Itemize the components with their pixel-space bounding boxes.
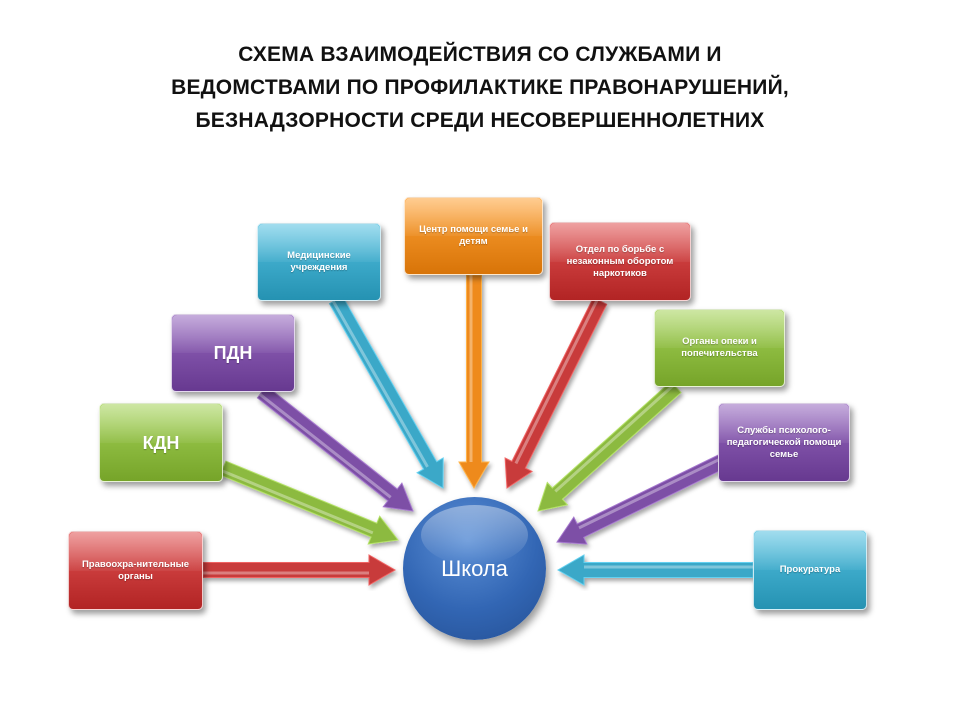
- box-law-enforcement: Правоохра-нительные органы: [68, 531, 203, 610]
- box-label: Службы психолого-педагогической помощи с…: [726, 424, 842, 460]
- title-line-3: БЕЗНАДЗОРНОСТИ СРЕДИ НЕСОВЕРШЕННОЛЕТНИХ: [195, 109, 765, 132]
- arrow-opeka: [537, 380, 682, 512]
- box-guardianship-bodies: Органы опеки и попечительства: [654, 309, 785, 387]
- box-label: Прокуратура: [779, 564, 841, 575]
- arrow-highlight-med: [332, 300, 429, 468]
- arrow-med: [328, 295, 444, 489]
- arrow-highlight-kdn: [221, 469, 374, 535]
- box-label: Органы опеки и попечительства: [681, 336, 758, 359]
- arrow-highlight-psych: [578, 455, 725, 530]
- box-label: Центр помощи семье и детям: [419, 224, 528, 247]
- center-label: Школа: [441, 555, 508, 581]
- box-family-help-center: Центр помощи семье и детям: [404, 197, 543, 275]
- box-psych-pedagogical-services: Службы психолого-педагогической помощи с…: [718, 403, 850, 482]
- box-pdn: ПДН: [171, 314, 295, 392]
- box-label: Отдел по борьбе с незаконным оборотом на…: [566, 243, 674, 279]
- arrow-pdn: [256, 385, 414, 512]
- title-line-1: СХЕМА ВЗАИМОДЕЙСТВИЯ СО СЛУЖБАМИ И: [238, 43, 722, 66]
- arrow-drugs: [504, 297, 608, 489]
- arrow-prokuratura: [556, 554, 754, 586]
- box-anti-drug-department: Отдел по борьбе с незаконным оборотом на…: [549, 222, 691, 301]
- box-prosecutors-office: Прокуратура: [753, 530, 867, 610]
- arrow-pravoohr: [202, 554, 397, 586]
- box-label: Медицинские учреждения: [287, 250, 351, 273]
- arrow-psych: [556, 452, 729, 545]
- center-node-school: Школа: [403, 497, 546, 640]
- arrow-highlight-opeka: [554, 383, 676, 493]
- arrow-kdn: [219, 460, 399, 545]
- arrow-highlight-pdn: [259, 393, 392, 499]
- box-kdn: КДН: [99, 403, 223, 482]
- arrow-highlight-drugs: [514, 299, 599, 465]
- diagram-title: СХЕМА ВЗАИМОДЕЙСТВИЯ СО СЛУЖБАМИ И ВЕДОМ…: [40, 38, 920, 137]
- box-label: ПДН: [213, 343, 253, 363]
- box-label: КДН: [142, 432, 180, 453]
- arrow-center-help: [458, 274, 490, 490]
- box-medical-institutions: Медицинские учреждения: [257, 223, 381, 301]
- box-label: Правоохра-нительные органы: [81, 558, 190, 582]
- title-line-2: ВЕДОМСТВАМИ ПО ПРОФИЛАКТИКЕ ПРАВОНАРУШЕН…: [171, 76, 789, 99]
